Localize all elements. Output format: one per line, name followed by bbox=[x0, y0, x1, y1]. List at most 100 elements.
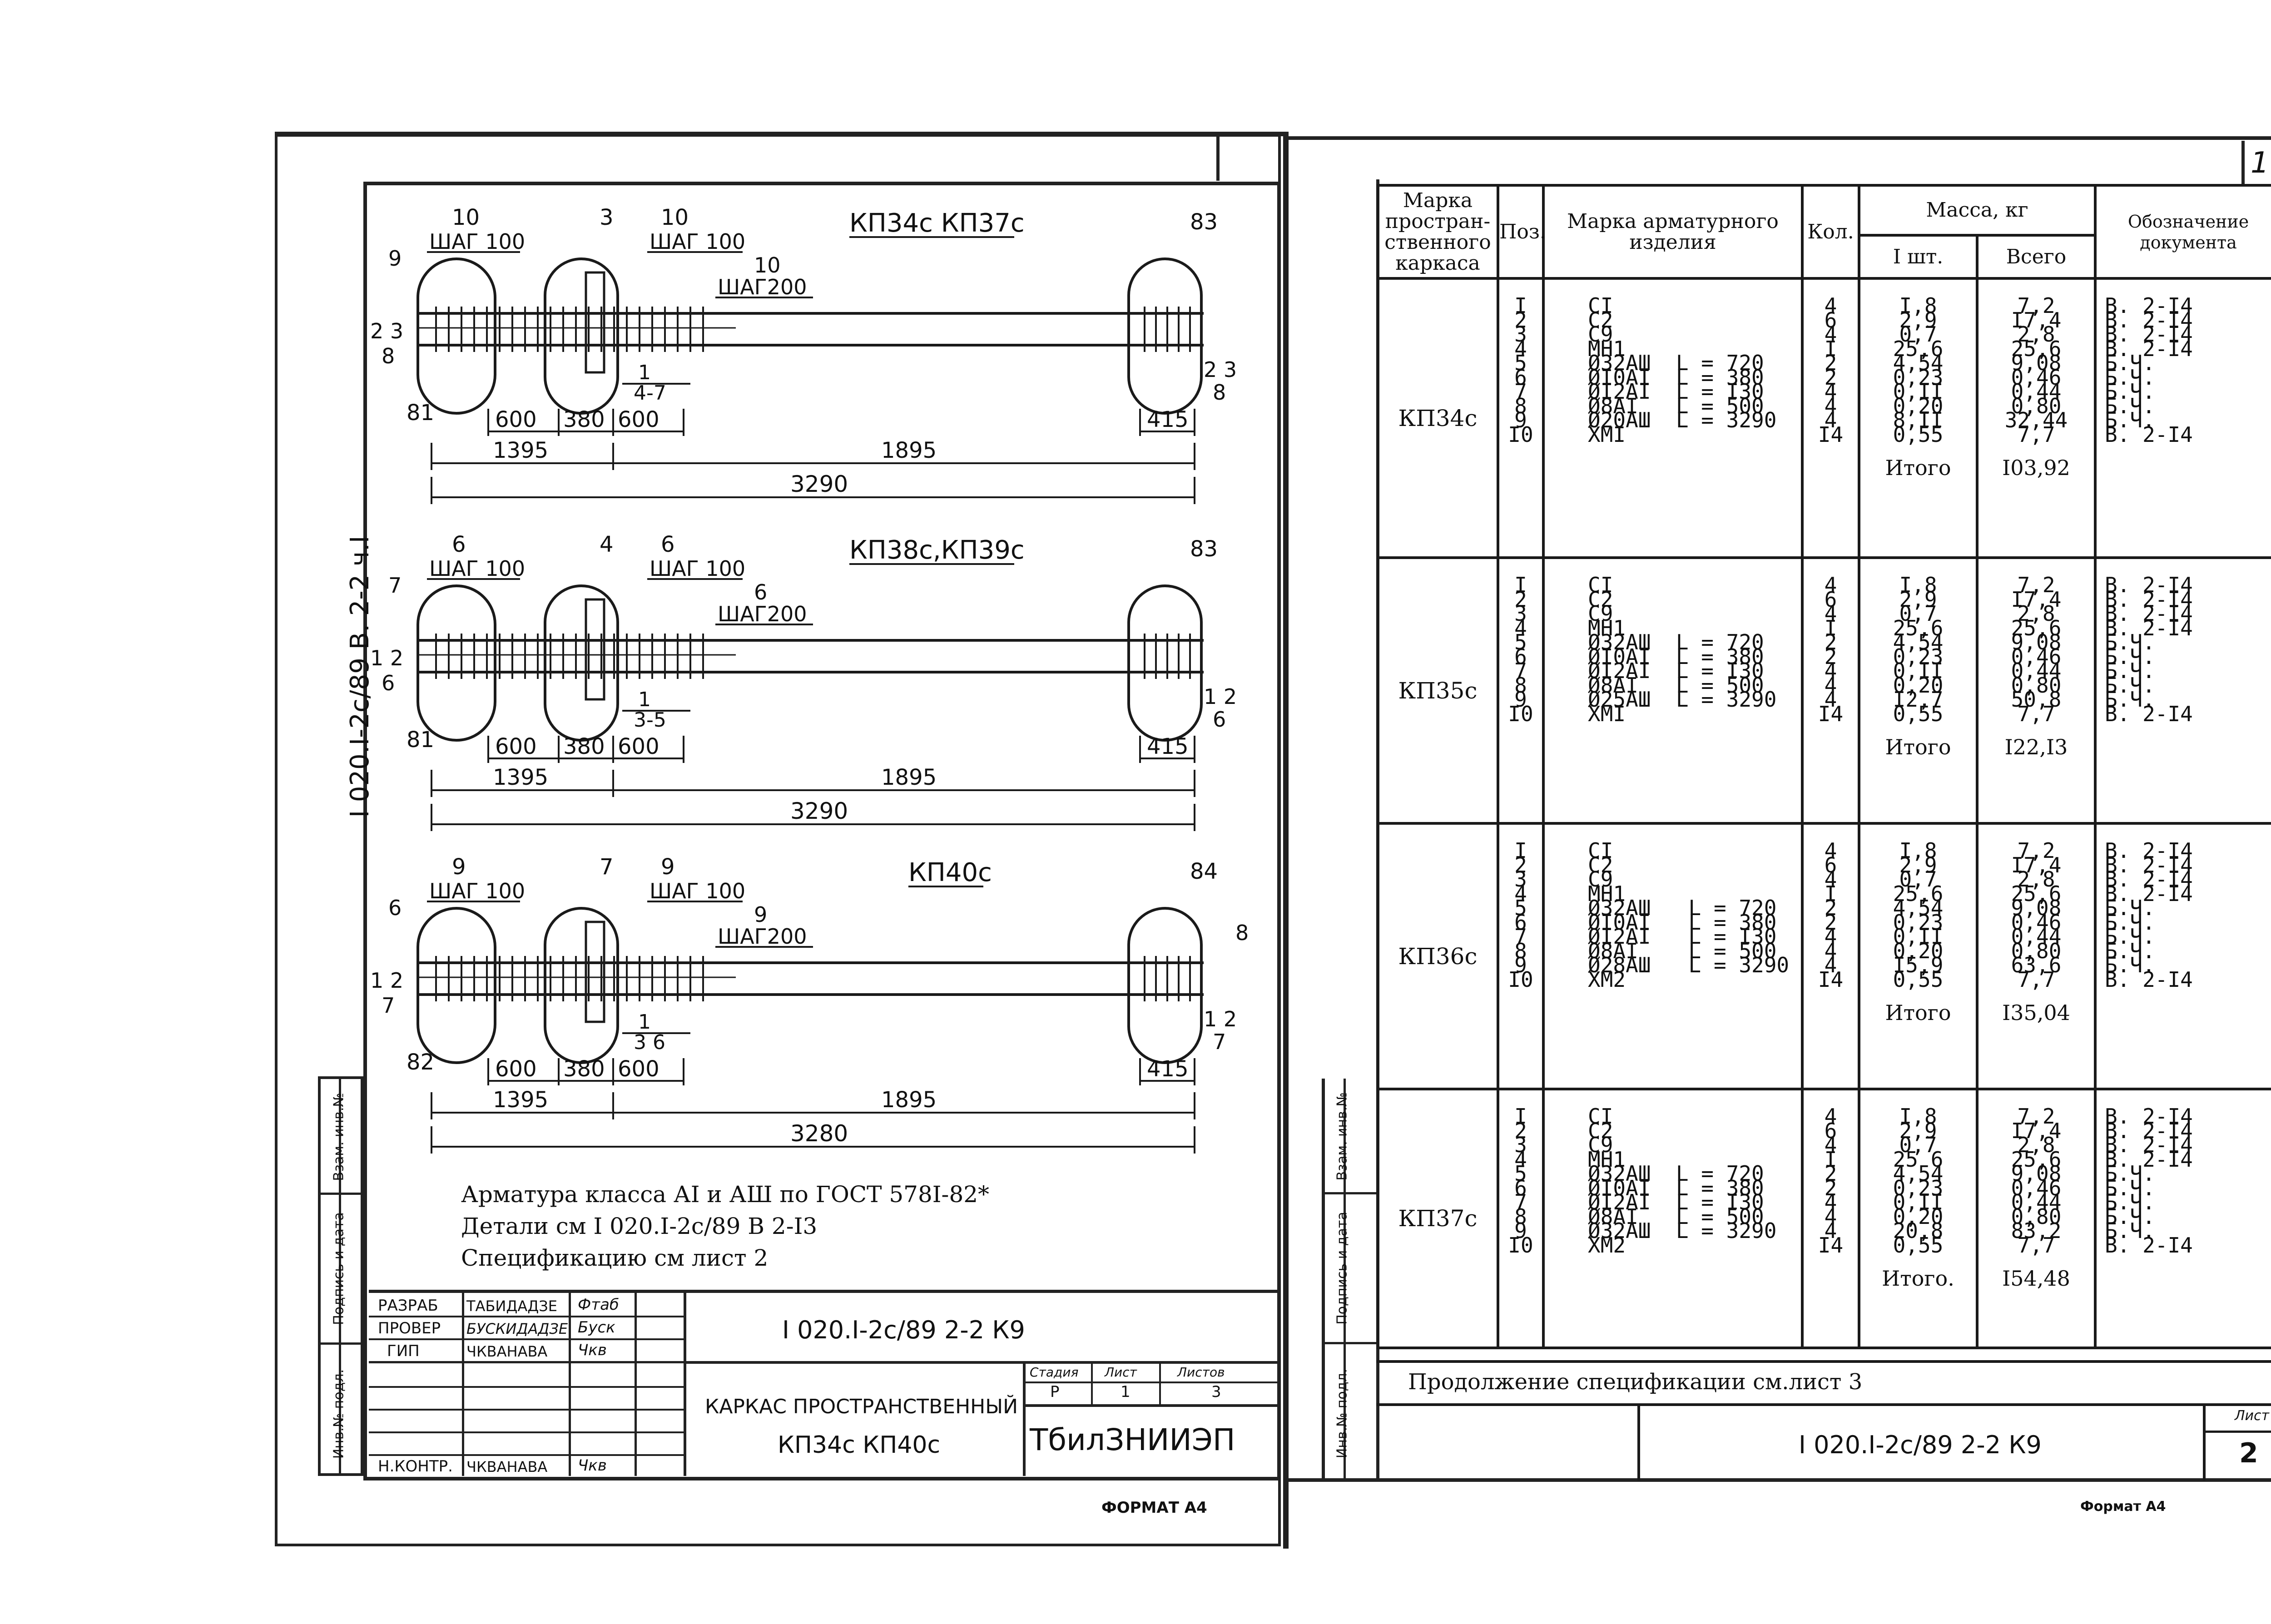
spec-doc-value: Б.Ч. bbox=[2105, 673, 2155, 698]
spec-unit-mass-value: 4,54 bbox=[1893, 351, 1944, 375]
drawing-title: КП34с КП37с bbox=[849, 208, 1025, 238]
spec-item-value: Ø8АI L = 500 bbox=[1588, 938, 1777, 963]
label-left-ends: 2 3 bbox=[370, 319, 403, 343]
spec-qty-value: 2 bbox=[1824, 896, 1837, 920]
spec-pos-value: 8 bbox=[1514, 1204, 1527, 1229]
spec-pos-value: 2 bbox=[1514, 1118, 1527, 1143]
spec-unit-mass-value: I2,7 bbox=[1893, 687, 1944, 712]
spec-item-value: ØI0АI L = 380 bbox=[1588, 365, 1764, 390]
dim-length-a: 1395 bbox=[493, 1087, 548, 1113]
mid-plate bbox=[585, 598, 605, 701]
spec-unit-mass-value: 0,7 bbox=[1899, 601, 1937, 626]
label-step-right-b: ШАГ200 bbox=[718, 924, 807, 949]
end-ring-left bbox=[417, 257, 496, 415]
spec-item-value: МН1 bbox=[1588, 615, 1626, 640]
spec-qty-value: 4 bbox=[1824, 379, 1837, 404]
spec-unit-mass-value: I,8 bbox=[1899, 293, 1937, 318]
sheets-label: Листов bbox=[1177, 1365, 1225, 1380]
spec-total-mass-value: 0,46 bbox=[2011, 365, 2062, 390]
spec-qty-value: 4 bbox=[1824, 322, 1837, 347]
spec-unit-mass-value: 0,55 bbox=[1893, 701, 1944, 726]
spec-doc-value: В. 2-I4 bbox=[2105, 1104, 2193, 1129]
right-format: Формат А4 bbox=[2080, 1499, 2166, 1515]
right-title-code: I 020.I-2с/89 2-2 К9 bbox=[1799, 1431, 2042, 1459]
spec-unit-mass-value: I,8 bbox=[1899, 573, 1937, 597]
label-right-ends: 1 2 bbox=[1204, 1007, 1237, 1031]
object-title: КАРКАС ПРОСТРАНСТВЕННЫЙ bbox=[705, 1395, 1018, 1418]
object-marks: КП34с КП40с bbox=[778, 1431, 941, 1459]
spec-doc-value: В. 2-I4 bbox=[2105, 336, 2193, 361]
spec-doc-value: Б.Ч. bbox=[2105, 953, 2155, 977]
dim-length-a: 1395 bbox=[493, 765, 548, 790]
spec-pos-value: 7 bbox=[1514, 924, 1527, 949]
spec-pos-value: 8 bbox=[1514, 393, 1527, 418]
label-pos-right-b: 9 bbox=[754, 902, 767, 927]
role-norm-control: Н.КОНТР. bbox=[378, 1457, 453, 1475]
role-checker: ПРОВЕР bbox=[378, 1319, 441, 1337]
right-side-field-sign: Подпись и дата bbox=[1334, 1212, 1350, 1325]
right-sheet-box-line bbox=[2203, 1431, 2271, 1433]
spec-item-value: Ø28АШ L = 3290 bbox=[1588, 953, 1790, 977]
label-step-right-b: ШАГ200 bbox=[718, 602, 807, 626]
spec-pos-value: 5 bbox=[1514, 896, 1527, 920]
spec-total-mass-value: 2,8 bbox=[2017, 601, 2055, 626]
spec-unit-mass-value: 25,6 bbox=[1893, 336, 1944, 361]
end-ring-right bbox=[1127, 907, 1203, 1064]
spec-doc-value: Б.Ч. bbox=[2105, 1175, 2155, 1200]
note-line-1: Арматура класса АI и АШ по ГОСТ 578I-82* bbox=[461, 1181, 990, 1208]
label-left-outer: 7 bbox=[388, 573, 402, 598]
spec-item-value: С2 bbox=[1588, 852, 1613, 877]
mid-ring bbox=[544, 907, 619, 1064]
spec-unit-mass-value: 2,9 bbox=[1899, 587, 1937, 612]
signature-chief: Чкв bbox=[578, 1341, 607, 1359]
spec-doc-value: Б.Ч. bbox=[2105, 1190, 2155, 1214]
spec-item-value: Ø8АI L = 500 bbox=[1588, 673, 1764, 698]
label-step-right-a: ШАГ 100 bbox=[650, 556, 745, 581]
spec-item-value: ØI2АI L = I30 bbox=[1588, 659, 1764, 683]
right-title-top bbox=[1376, 1403, 2271, 1406]
dim-value-3: 600 bbox=[618, 734, 659, 759]
label-pos-mid: 3 bbox=[600, 205, 614, 230]
spec-unit-mass-value: 0,II bbox=[1893, 1190, 1944, 1214]
spec-item-value: ХМI bbox=[1588, 422, 1626, 447]
spec-qty-value: 4 bbox=[1824, 953, 1837, 977]
label-pos-top-left: 10 bbox=[452, 205, 480, 230]
spec-unit-mass-value: 2,9 bbox=[1899, 307, 1937, 332]
label-right-ends: 2 3 bbox=[1204, 357, 1237, 382]
label-end-mark: 83 bbox=[1190, 536, 1218, 562]
spec-total-mass-value: 9,08 bbox=[2011, 630, 2062, 654]
spec-doc-value: В. 2-I4 bbox=[2105, 852, 2193, 877]
spec-total-mass-value: 7,2 bbox=[2017, 573, 2055, 597]
dim-value-1: 600 bbox=[495, 734, 537, 759]
dim-value-3: 600 bbox=[618, 1056, 659, 1082]
spec-item-value: С9 bbox=[1588, 322, 1613, 347]
label-step-top-left: ШАГ 100 bbox=[429, 879, 525, 903]
continuation-row bbox=[1376, 1360, 2271, 1363]
dim-value-2: 380 bbox=[563, 1056, 605, 1082]
spec-total-mass-value: 7,2 bbox=[2017, 838, 2055, 863]
label-pos-right-b: 6 bbox=[754, 580, 767, 604]
spec-item-value: Ø8АI L = 500 bbox=[1588, 393, 1764, 418]
label-left-outer: 6 bbox=[388, 896, 402, 920]
spec-unit-mass-value: 0,20 bbox=[1893, 393, 1944, 418]
spec-unit-mass-value: I,8 bbox=[1899, 838, 1937, 863]
label-center-pos: 1 bbox=[638, 688, 651, 711]
spec-total-mass-value: 2,8 bbox=[2017, 322, 2055, 347]
spec-qty-value: 2 bbox=[1824, 630, 1837, 654]
spec-item-value: С2 bbox=[1588, 587, 1613, 612]
sheet-label: Лист bbox=[1105, 1365, 1137, 1380]
spec-unit-mass-value: 4,54 bbox=[1893, 630, 1944, 654]
mid-ring bbox=[544, 584, 619, 742]
spec-pos-value: I bbox=[1514, 1104, 1527, 1129]
